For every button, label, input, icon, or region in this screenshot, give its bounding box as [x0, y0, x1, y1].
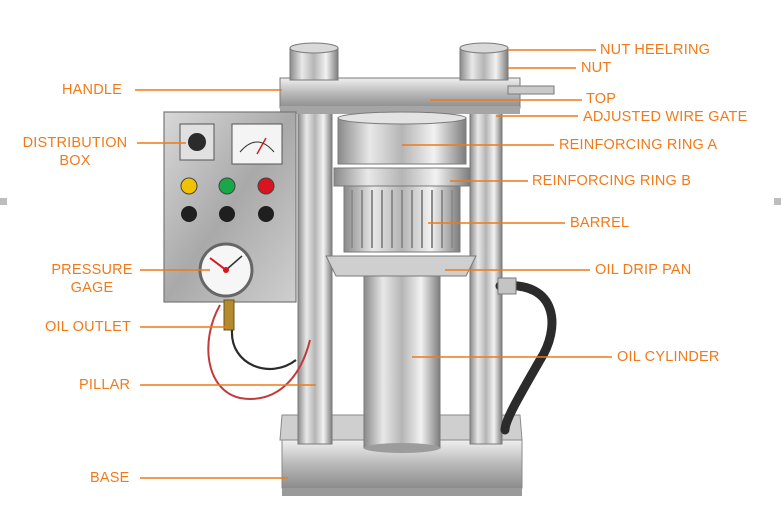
- label-pressure-gage: PRESSURE GAGE: [44, 261, 140, 297]
- red-cable: [207, 304, 311, 400]
- pressure-gage: [198, 242, 254, 298]
- label-distribution-box: DISTRIBUTION BOX: [14, 134, 136, 170]
- label-nut-heelring: NUT HEELRING: [600, 42, 711, 58]
- left-edge-mark: [0, 198, 7, 205]
- label-reinforcing-ring-b: REINFORCING RING B: [532, 173, 692, 189]
- reinforcing-ring-a: [337, 111, 467, 165]
- label-oil-outlet: OIL OUTLET: [45, 319, 132, 335]
- barrel: [343, 185, 461, 253]
- label-pressure-gage-line2: GAGE: [70, 280, 114, 296]
- label-pressure-gage-line1: PRESSURE: [51, 262, 133, 278]
- oil-cylinder: [363, 275, 441, 453]
- label-top: TOP: [586, 91, 617, 107]
- label-distribution-box-line1: DISTRIBUTION: [22, 135, 128, 151]
- label-oil-drip-pan: OIL DRIP PAN: [595, 262, 692, 278]
- right-edge-mark: [774, 198, 781, 205]
- label-nut: NUT: [581, 60, 612, 76]
- oil-outlet: [223, 299, 235, 331]
- label-pillar: PILLAR: [79, 377, 131, 393]
- label-distribution-box-line2: BOX: [59, 153, 91, 169]
- label-barrel: BARREL: [570, 215, 630, 231]
- label-handle: HANDLE: [62, 82, 123, 98]
- label-base: BASE: [90, 470, 130, 486]
- label-adjusted-wire-gate: ADJUSTED WIRE GATE: [583, 109, 748, 125]
- black-cable: [230, 329, 297, 370]
- label-reinforcing-ring-a: REINFORCING RING A: [559, 137, 718, 153]
- label-oil-cylinder: OIL CYLINDER: [617, 349, 720, 365]
- hydraulic-hose: [495, 281, 557, 435]
- top-plate: [279, 42, 555, 114]
